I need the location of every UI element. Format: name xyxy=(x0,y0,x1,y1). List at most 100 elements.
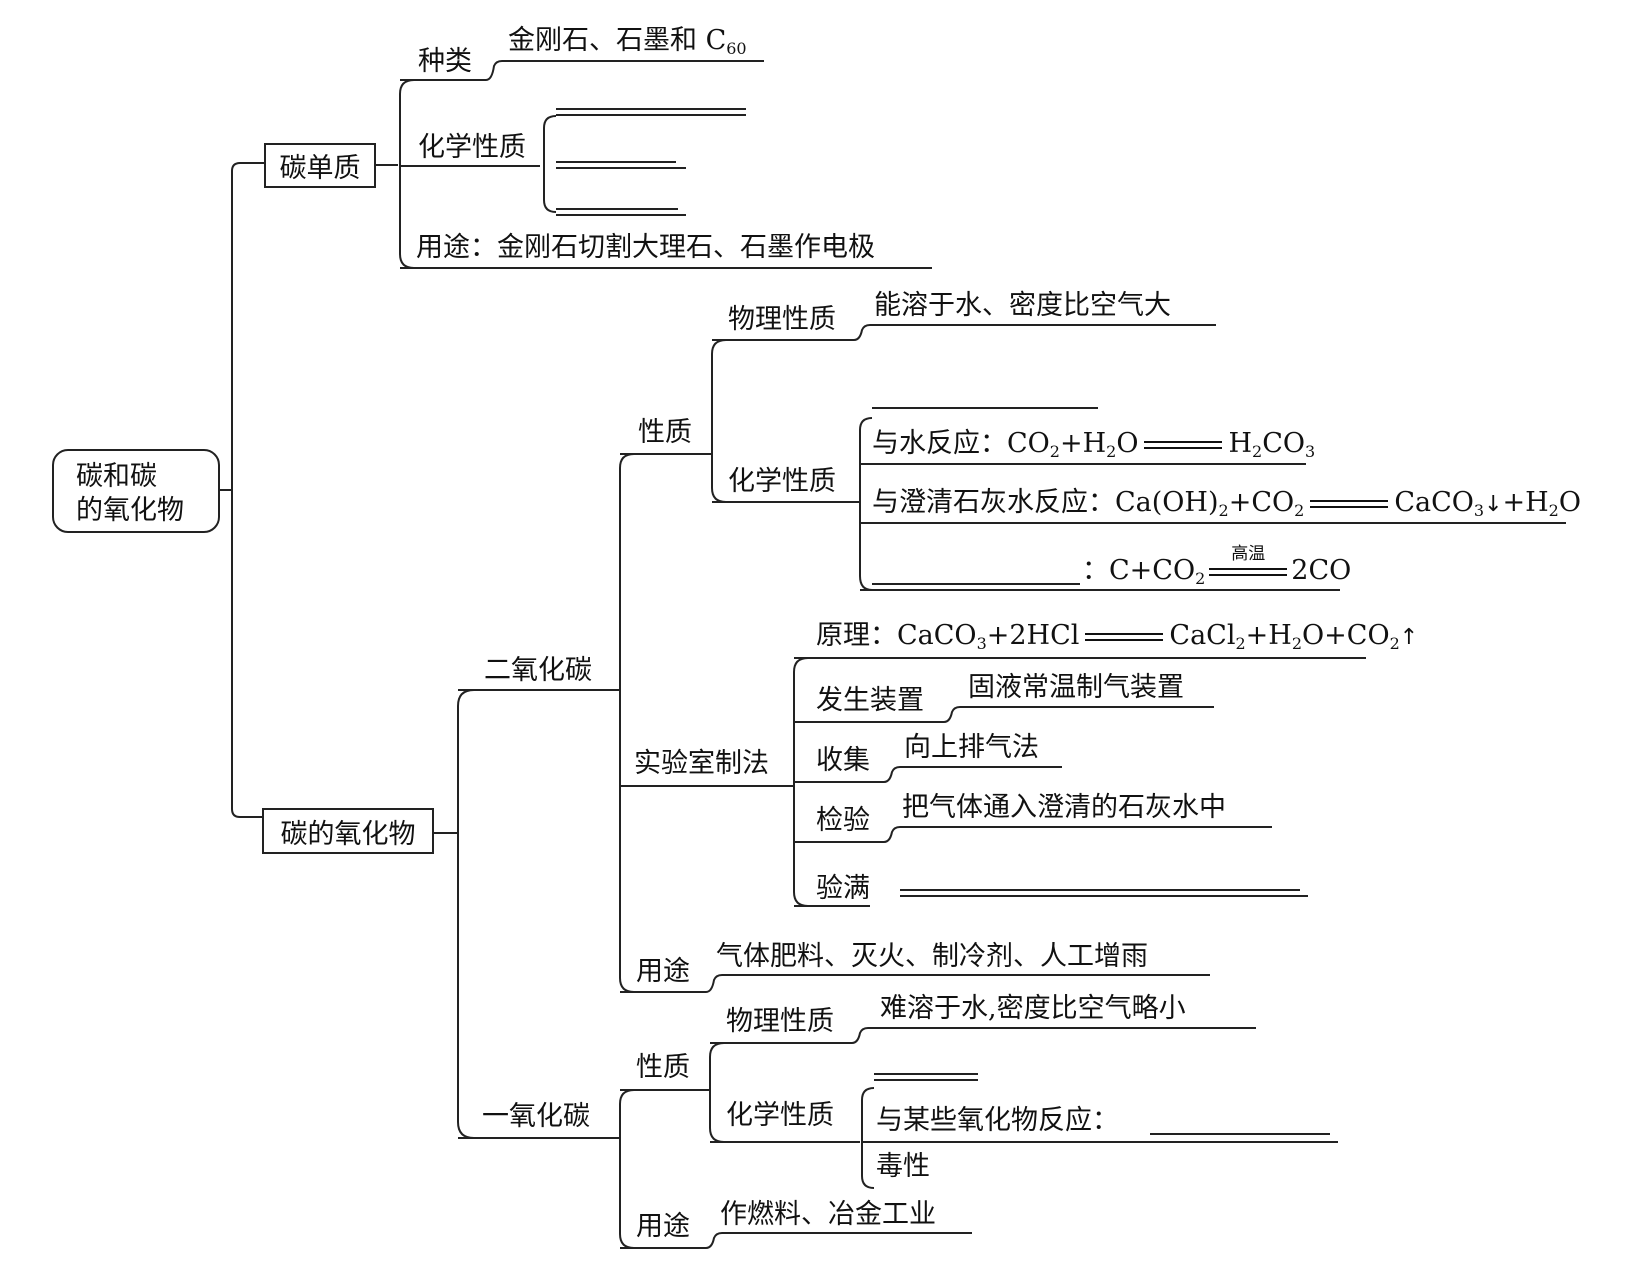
water-label: 与水反应： xyxy=(872,428,1007,459)
principle-p1-sub: 2 xyxy=(1235,634,1246,653)
up-arrow-icon: ↑ xyxy=(1399,625,1419,650)
root-line-1: 碳和碳 xyxy=(76,461,157,492)
co2-carbon-reaction: ：C+CO2 高温 2CO xyxy=(1082,545,1352,587)
water-r2-sub: 2 xyxy=(1106,442,1117,461)
co2-title: 二氧化碳 xyxy=(484,655,592,686)
bracket-co2-chem xyxy=(859,417,873,591)
underline-collect xyxy=(794,766,1062,783)
full-label: 验满 xyxy=(816,873,870,904)
carbon-eq-r1: C xyxy=(1109,555,1130,586)
principle-p3-sub: 2 xyxy=(1389,634,1400,653)
blank-chem-1 xyxy=(556,108,746,116)
principle-plus3: + xyxy=(1324,620,1347,651)
co2-props-label: 性质 xyxy=(638,417,692,448)
carbon-use: 用途：金刚石切割大理石、石墨作电极 xyxy=(416,234,875,261)
principle-r1-sub: 3 xyxy=(976,634,987,653)
water-r2: H xyxy=(1082,428,1107,459)
underline-co-use xyxy=(620,1232,972,1249)
principle-r1: CaCO xyxy=(897,620,977,651)
carbon-eq-colon: ： xyxy=(1082,555,1109,586)
bracket-chem-prop xyxy=(543,115,557,213)
co-physical-label: 物理性质 xyxy=(726,1006,834,1037)
bracket-co-chem xyxy=(861,1087,875,1189)
principle-plus2: + xyxy=(1245,620,1269,651)
water-r2-end: O xyxy=(1116,428,1139,459)
lime-r1: Ca(OH) xyxy=(1115,487,1219,518)
lime-r1-sub: 2 xyxy=(1218,501,1229,520)
co-use-value: 作燃料、冶金工业 xyxy=(720,1199,936,1230)
kinds-label: 种类 xyxy=(418,46,472,77)
root-line-2: 的氧化物 xyxy=(76,495,184,526)
collect-value: 向上排气法 xyxy=(904,732,1039,763)
underline-kinds xyxy=(400,60,764,81)
carbon-eq-r2: CO xyxy=(1152,555,1196,586)
kinds-value: 金刚石、石墨和 C60 xyxy=(508,25,747,57)
lime-p2: H xyxy=(1525,487,1549,518)
reaction-condition: 高温 xyxy=(1209,545,1288,576)
carbon-eq-plus: + xyxy=(1129,555,1153,586)
lime-r2: CO xyxy=(1251,487,1295,518)
carbon-use-label: 用途： xyxy=(416,232,497,263)
lime-label: 与澄清石灰水反应： xyxy=(872,487,1115,518)
principle-plus: + xyxy=(986,620,1010,651)
kinds-value-sub: 60 xyxy=(726,39,747,58)
collect-label: 收集 xyxy=(816,745,870,776)
underline-generator xyxy=(794,706,1214,723)
co-use-label: 用途 xyxy=(636,1211,690,1242)
underline-co2-physical xyxy=(712,324,1216,341)
co-title: 一氧化碳 xyxy=(482,1101,590,1132)
principle-p2: H xyxy=(1268,620,1292,651)
equals-sign xyxy=(1144,440,1223,449)
principle-p2-sub: 2 xyxy=(1291,634,1303,653)
carbon-element-box: 碳单质 xyxy=(264,143,376,188)
test-label: 检验 xyxy=(816,805,870,836)
bracket-co2 xyxy=(619,453,635,993)
underline-co-physical xyxy=(710,1027,1256,1044)
carbon-use-value: 金刚石切割大理石、石墨作电极 xyxy=(497,232,875,263)
carbon-eq-p1: 2CO xyxy=(1291,555,1352,586)
bracket-co-props xyxy=(709,1042,725,1143)
generator-value: 固液常温制气装置 xyxy=(968,672,1184,703)
lime-r2-sub: 2 xyxy=(1294,501,1305,520)
principle-r2: 2HCl xyxy=(1009,620,1080,651)
carbon-element-title: 碳单质 xyxy=(279,153,361,184)
bracket-co xyxy=(619,1089,635,1249)
lime-p1: CaCO xyxy=(1394,487,1474,518)
underline-test xyxy=(794,826,1272,843)
lime-p2-end: O xyxy=(1558,487,1581,518)
blank-chem-3 xyxy=(556,208,686,216)
test-value: 把气体通入澄清的石灰水中 xyxy=(902,792,1226,823)
lime-plus2: + xyxy=(1502,487,1526,518)
equals-sign xyxy=(1310,499,1389,508)
condition-text: 高温 xyxy=(1231,543,1266,564)
carbon-eq-r2-sub: 2 xyxy=(1195,569,1206,588)
co-props-label: 性质 xyxy=(636,1052,690,1083)
blank-full xyxy=(900,889,1308,897)
down-arrow-icon: ↓ xyxy=(1484,492,1503,517)
co2-chemical-label: 化学性质 xyxy=(728,466,836,497)
lime-p1-sub: 3 xyxy=(1473,501,1485,520)
lime-p2-sub: 2 xyxy=(1548,501,1559,520)
co-oxide-label: 与某些氧化物反应： xyxy=(876,1105,1119,1136)
bracket-carbon-element xyxy=(399,79,415,269)
co2-physical-label: 物理性质 xyxy=(728,304,836,335)
water-plus: + xyxy=(1059,428,1083,459)
equals-sign xyxy=(1085,632,1164,641)
root-node: 碳和碳 的氧化物 xyxy=(52,449,220,533)
principle-label: 原理： xyxy=(816,620,897,651)
co2-use-label: 用途 xyxy=(636,956,690,987)
co2-lab-label: 实验室制法 xyxy=(634,748,769,779)
lime-plus: + xyxy=(1228,487,1252,518)
bracket-root xyxy=(231,162,262,818)
principle-p1: CaCl xyxy=(1169,620,1236,651)
chem-prop-label: 化学性质 xyxy=(418,132,526,163)
blank-co-chem-1 xyxy=(874,1073,978,1081)
bracket-co2-props xyxy=(711,339,727,503)
kinds-value-text: 金刚石、石墨和 C xyxy=(508,25,727,56)
co-chemical-label: 化学性质 xyxy=(726,1100,834,1131)
principle-p3: CO xyxy=(1346,620,1390,651)
carbon-oxides-box: 碳的氧化物 xyxy=(262,808,434,854)
